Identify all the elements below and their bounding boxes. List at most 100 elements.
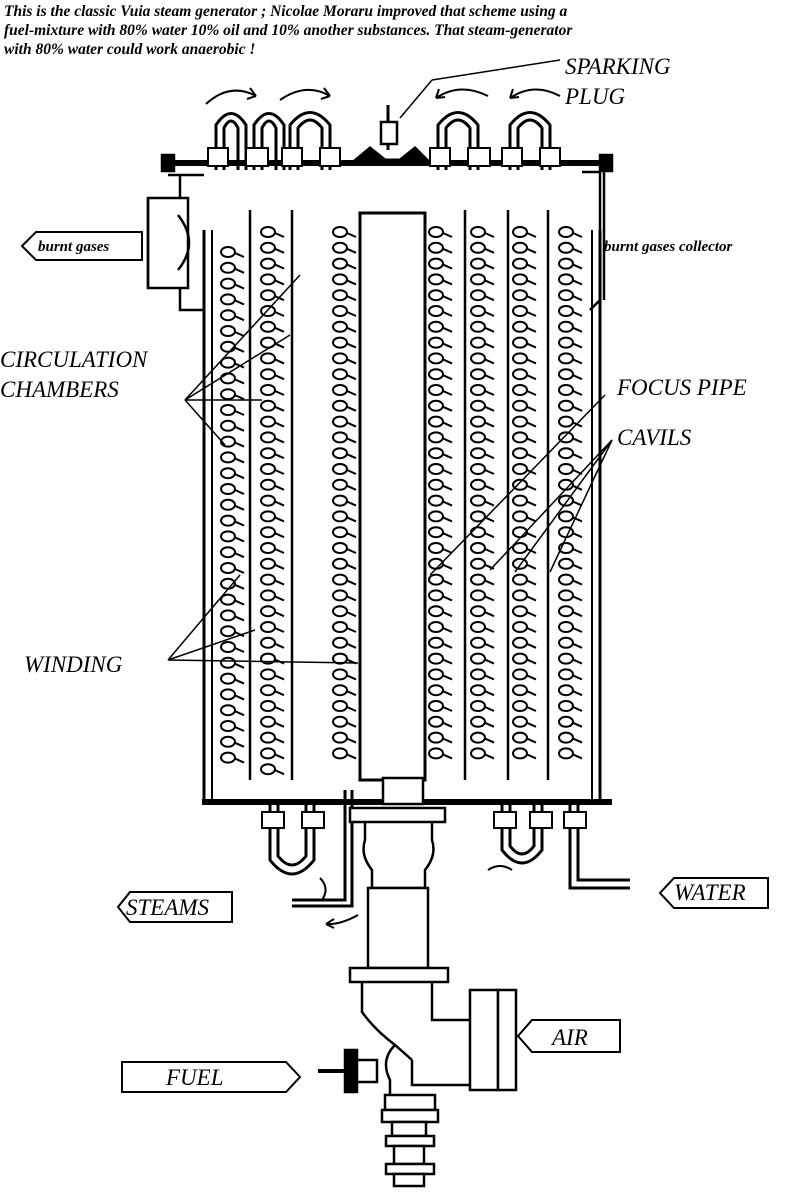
coil-tail <box>484 674 495 681</box>
coil-tail <box>572 374 583 381</box>
coil-tail <box>572 263 583 270</box>
coil-ring <box>512 399 528 412</box>
coil-tail <box>346 642 357 649</box>
coil-tail <box>346 532 357 539</box>
coil-tail <box>484 690 495 697</box>
coil-tail <box>442 232 453 238</box>
coil-tail <box>572 453 583 460</box>
fuel-label: FUEL <box>165 1065 224 1090</box>
coil-ring <box>220 672 236 685</box>
coil-ring <box>332 320 348 333</box>
coil-tail <box>274 374 285 381</box>
coil-tail <box>442 627 453 633</box>
coil-ring <box>558 447 574 460</box>
coil-tail <box>484 658 495 665</box>
coil-ring <box>470 478 486 491</box>
coil-tail <box>274 532 285 539</box>
coil-tail <box>484 706 495 712</box>
coil-ring <box>260 336 276 349</box>
coil-ring <box>260 605 276 618</box>
coil-tail <box>526 421 537 428</box>
coil-tail <box>484 342 495 349</box>
coil-tail <box>274 706 285 712</box>
water-label: WATER <box>674 880 746 905</box>
coil-ring <box>220 530 236 543</box>
coil-tail <box>572 721 583 728</box>
coil-tail <box>526 405 537 412</box>
coil-ring <box>558 352 574 365</box>
coil-ring <box>470 463 486 475</box>
burnt-gases-label: burnt gases <box>38 239 109 255</box>
coil-ring <box>260 494 276 507</box>
coil-tail <box>484 595 495 602</box>
coil-tail <box>484 295 495 302</box>
coil-ring <box>220 277 236 290</box>
coil-tail <box>526 595 537 602</box>
coil-ring <box>558 241 574 254</box>
coil-tail <box>274 232 285 238</box>
coil-tail <box>274 769 285 776</box>
coil-tail <box>234 726 245 732</box>
coil-tail <box>484 753 495 760</box>
coil-ring <box>332 257 348 270</box>
coil-tail <box>442 690 453 697</box>
coil-tail <box>442 595 453 602</box>
coil-ring <box>558 557 574 570</box>
coil-tail <box>234 710 245 717</box>
coil-tail <box>526 374 537 381</box>
coil-ring <box>558 368 574 381</box>
coil-ring <box>558 731 574 744</box>
coil-tail <box>526 658 537 665</box>
coil-ring <box>558 305 574 317</box>
coil-ring <box>332 684 348 697</box>
air-arrow <box>516 1019 621 1053</box>
coil-tail <box>572 500 583 507</box>
coil-tail <box>346 232 357 238</box>
coil-ring <box>470 226 486 238</box>
coil-tail <box>484 247 495 254</box>
coil-ring <box>220 593 236 606</box>
burnt-gases-arrow <box>20 231 143 261</box>
coil-tail <box>572 326 583 333</box>
coil-tail <box>526 342 537 349</box>
coil-ring <box>470 320 486 333</box>
coil-tail <box>526 627 537 633</box>
coil-tail <box>234 757 245 764</box>
coil-tail <box>346 358 357 365</box>
coil-ring <box>558 747 574 760</box>
coil-ring <box>220 704 236 717</box>
coil-ring <box>260 510 276 523</box>
coil-ring <box>220 514 236 527</box>
coil-ring <box>428 463 444 475</box>
coil-ring <box>470 668 486 681</box>
coil-ring <box>512 494 528 507</box>
coil-ring <box>332 542 348 554</box>
description-line-3: with 80% water could work anaerobic ! <box>4 41 256 58</box>
coil-tail <box>346 453 357 460</box>
coil-tail <box>346 279 357 286</box>
coil-ring <box>512 510 528 523</box>
coil-ring <box>558 320 574 333</box>
coil-tail <box>484 421 495 428</box>
coil-tail <box>572 437 583 444</box>
coil-tail <box>572 232 583 238</box>
coil-ring <box>220 688 236 701</box>
coil-tail <box>346 374 357 381</box>
coil-ring <box>220 751 236 764</box>
coil-ring <box>332 605 348 618</box>
coil-tail <box>572 706 583 712</box>
coil-ring <box>220 656 236 669</box>
coil-tail <box>442 263 453 270</box>
coil-tail <box>572 405 583 412</box>
coil-tail <box>484 611 495 618</box>
coil-tail <box>526 469 537 475</box>
coil-ring <box>428 431 444 444</box>
coil-ring <box>428 636 444 649</box>
coil-tail <box>484 232 495 238</box>
coil-tail <box>274 469 285 475</box>
coil-ring <box>220 546 236 559</box>
coil-tail <box>572 421 583 428</box>
coil-ring <box>558 636 574 649</box>
top-u-tubes <box>214 111 552 170</box>
coil-ring <box>332 415 348 428</box>
